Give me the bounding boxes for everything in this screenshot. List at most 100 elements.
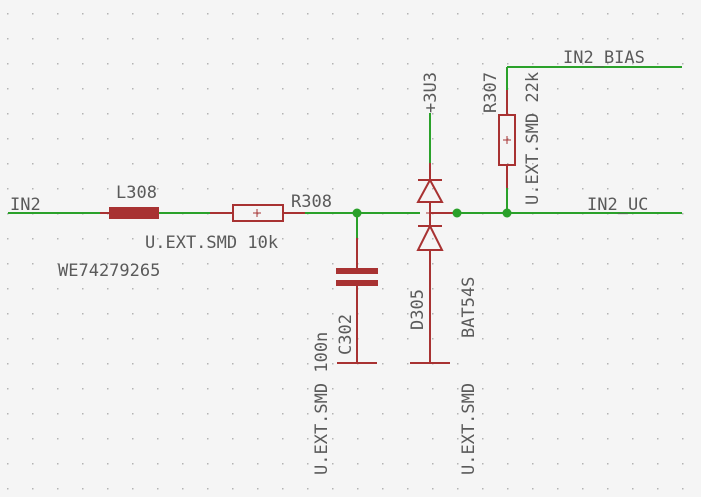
grid-dot <box>657 263 659 265</box>
grid-dot <box>557 413 559 415</box>
net-label-in2-bias: IN2_BIAS <box>563 48 645 68</box>
grid-dot <box>457 63 459 65</box>
grid-dot <box>257 263 259 265</box>
grid-dot <box>282 388 284 390</box>
grid-dot <box>657 388 659 390</box>
grid-dot <box>107 313 109 315</box>
grid-dot <box>282 138 284 140</box>
grid-dot <box>107 88 109 90</box>
grid-dot <box>457 438 459 440</box>
grid-dot <box>557 163 559 165</box>
capacitor-c302[interactable] <box>336 238 378 364</box>
grid-dot <box>207 138 209 140</box>
grid-dot <box>232 13 234 15</box>
grid-dot <box>332 313 334 315</box>
grid-dot <box>557 13 559 15</box>
grid-dot <box>457 38 459 40</box>
grid-dot <box>107 13 109 15</box>
diode-d305[interactable] <box>410 163 455 364</box>
grid-dot <box>232 413 234 415</box>
grid-dot <box>207 388 209 390</box>
grid-dot <box>582 288 584 290</box>
grid-dot <box>607 438 609 440</box>
net-label-in2: IN2 <box>10 195 41 215</box>
grid-dot <box>157 138 159 140</box>
grid-dot <box>682 363 684 365</box>
grid-dot <box>407 188 409 190</box>
grid-dot <box>332 463 334 465</box>
grid-dot <box>207 338 209 340</box>
grid-dot <box>7 63 9 65</box>
grid-dot <box>282 488 284 490</box>
grid-dot <box>507 63 509 65</box>
grid-dot <box>282 238 284 240</box>
grid-dot <box>582 388 584 390</box>
grid-dot <box>582 88 584 90</box>
grid-dot <box>82 388 84 390</box>
grid-dot <box>307 263 309 265</box>
grid-dot <box>232 388 234 390</box>
grid-dot <box>432 63 434 65</box>
grid-dot <box>482 413 484 415</box>
inductor-l308[interactable] <box>100 207 159 219</box>
grid-dot <box>257 363 259 365</box>
grid-dot <box>232 63 234 65</box>
grid-dot <box>557 238 559 240</box>
grid-dot <box>532 113 534 115</box>
r307-ref-label: R307 <box>481 72 501 113</box>
grid-dot <box>82 113 84 115</box>
grid-dot <box>332 388 334 390</box>
grid-dot <box>7 388 9 390</box>
grid-dot <box>257 113 259 115</box>
grid-dot <box>582 163 584 165</box>
grid-dot <box>407 488 409 490</box>
grid-dot <box>532 388 534 390</box>
grid-dot <box>82 238 84 240</box>
grid-dot <box>582 488 584 490</box>
grid-dot <box>532 163 534 165</box>
grid-dot <box>632 238 634 240</box>
r308-value-label: U.EXT.SMD 10k <box>145 233 278 253</box>
resistor-r307[interactable] <box>498 90 516 188</box>
grid-dot <box>182 288 184 290</box>
grid-dot <box>132 188 134 190</box>
grid-dot <box>107 338 109 340</box>
grid-dot <box>457 88 459 90</box>
grid-dot <box>557 463 559 465</box>
grid-dot <box>457 138 459 140</box>
grid-dot <box>182 438 184 440</box>
grid-dot <box>207 463 209 465</box>
grid-dot <box>132 463 134 465</box>
grid-dot <box>7 188 9 190</box>
grid-dot <box>482 163 484 165</box>
grid-dot <box>107 38 109 40</box>
grid-dot <box>207 38 209 40</box>
grid-dot <box>107 288 109 290</box>
grid-dot <box>157 63 159 65</box>
grid-dot <box>632 288 634 290</box>
grid-dot <box>507 163 509 165</box>
grid-dot <box>582 263 584 265</box>
grid-dot <box>632 388 634 390</box>
grid-dot <box>532 313 534 315</box>
grid-dot <box>382 88 384 90</box>
wires <box>8 66 682 260</box>
grid-dot <box>657 413 659 415</box>
grid-dot <box>282 13 284 15</box>
grid-dot <box>182 163 184 165</box>
grid-dot <box>7 363 9 365</box>
grid-dot <box>532 338 534 340</box>
grid-dot <box>82 63 84 65</box>
resistor-r308[interactable] <box>210 204 305 222</box>
grid-dot <box>332 188 334 190</box>
grid-dot <box>632 438 634 440</box>
grid-dot <box>507 288 509 290</box>
grid-dot <box>357 88 359 90</box>
grid-dot <box>107 113 109 115</box>
grid-dot <box>7 313 9 315</box>
grid-dot <box>582 363 584 365</box>
grid-dot <box>7 213 9 215</box>
grid-dot <box>232 488 234 490</box>
grid-dot <box>307 63 309 65</box>
grid-dot <box>257 313 259 315</box>
